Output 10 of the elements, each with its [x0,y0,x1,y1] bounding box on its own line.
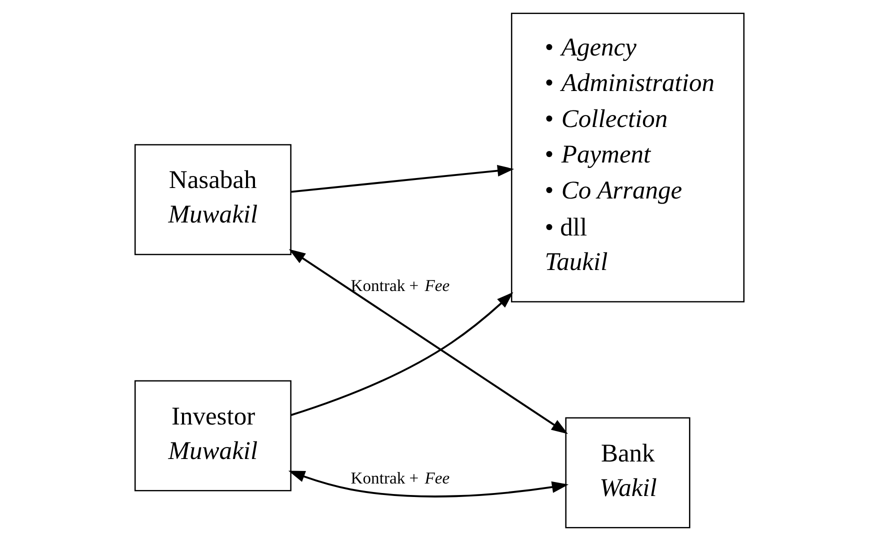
arrow [290,292,513,416]
node-box: Bank Wakil [564,417,690,528]
node-box: • Agency • Administration • Collection • Payment • Co Arrange • dll Taukil [510,12,744,302]
arrow [288,249,568,434]
arrow [288,470,568,498]
node-box: Nasabah Muwakil [134,144,291,256]
arrow [290,164,514,193]
edge-label: Kontrak + Fee [350,276,450,295]
edge-label: Kontrak + Fee [350,468,450,488]
node-box: Investor Muwakil [134,380,291,492]
